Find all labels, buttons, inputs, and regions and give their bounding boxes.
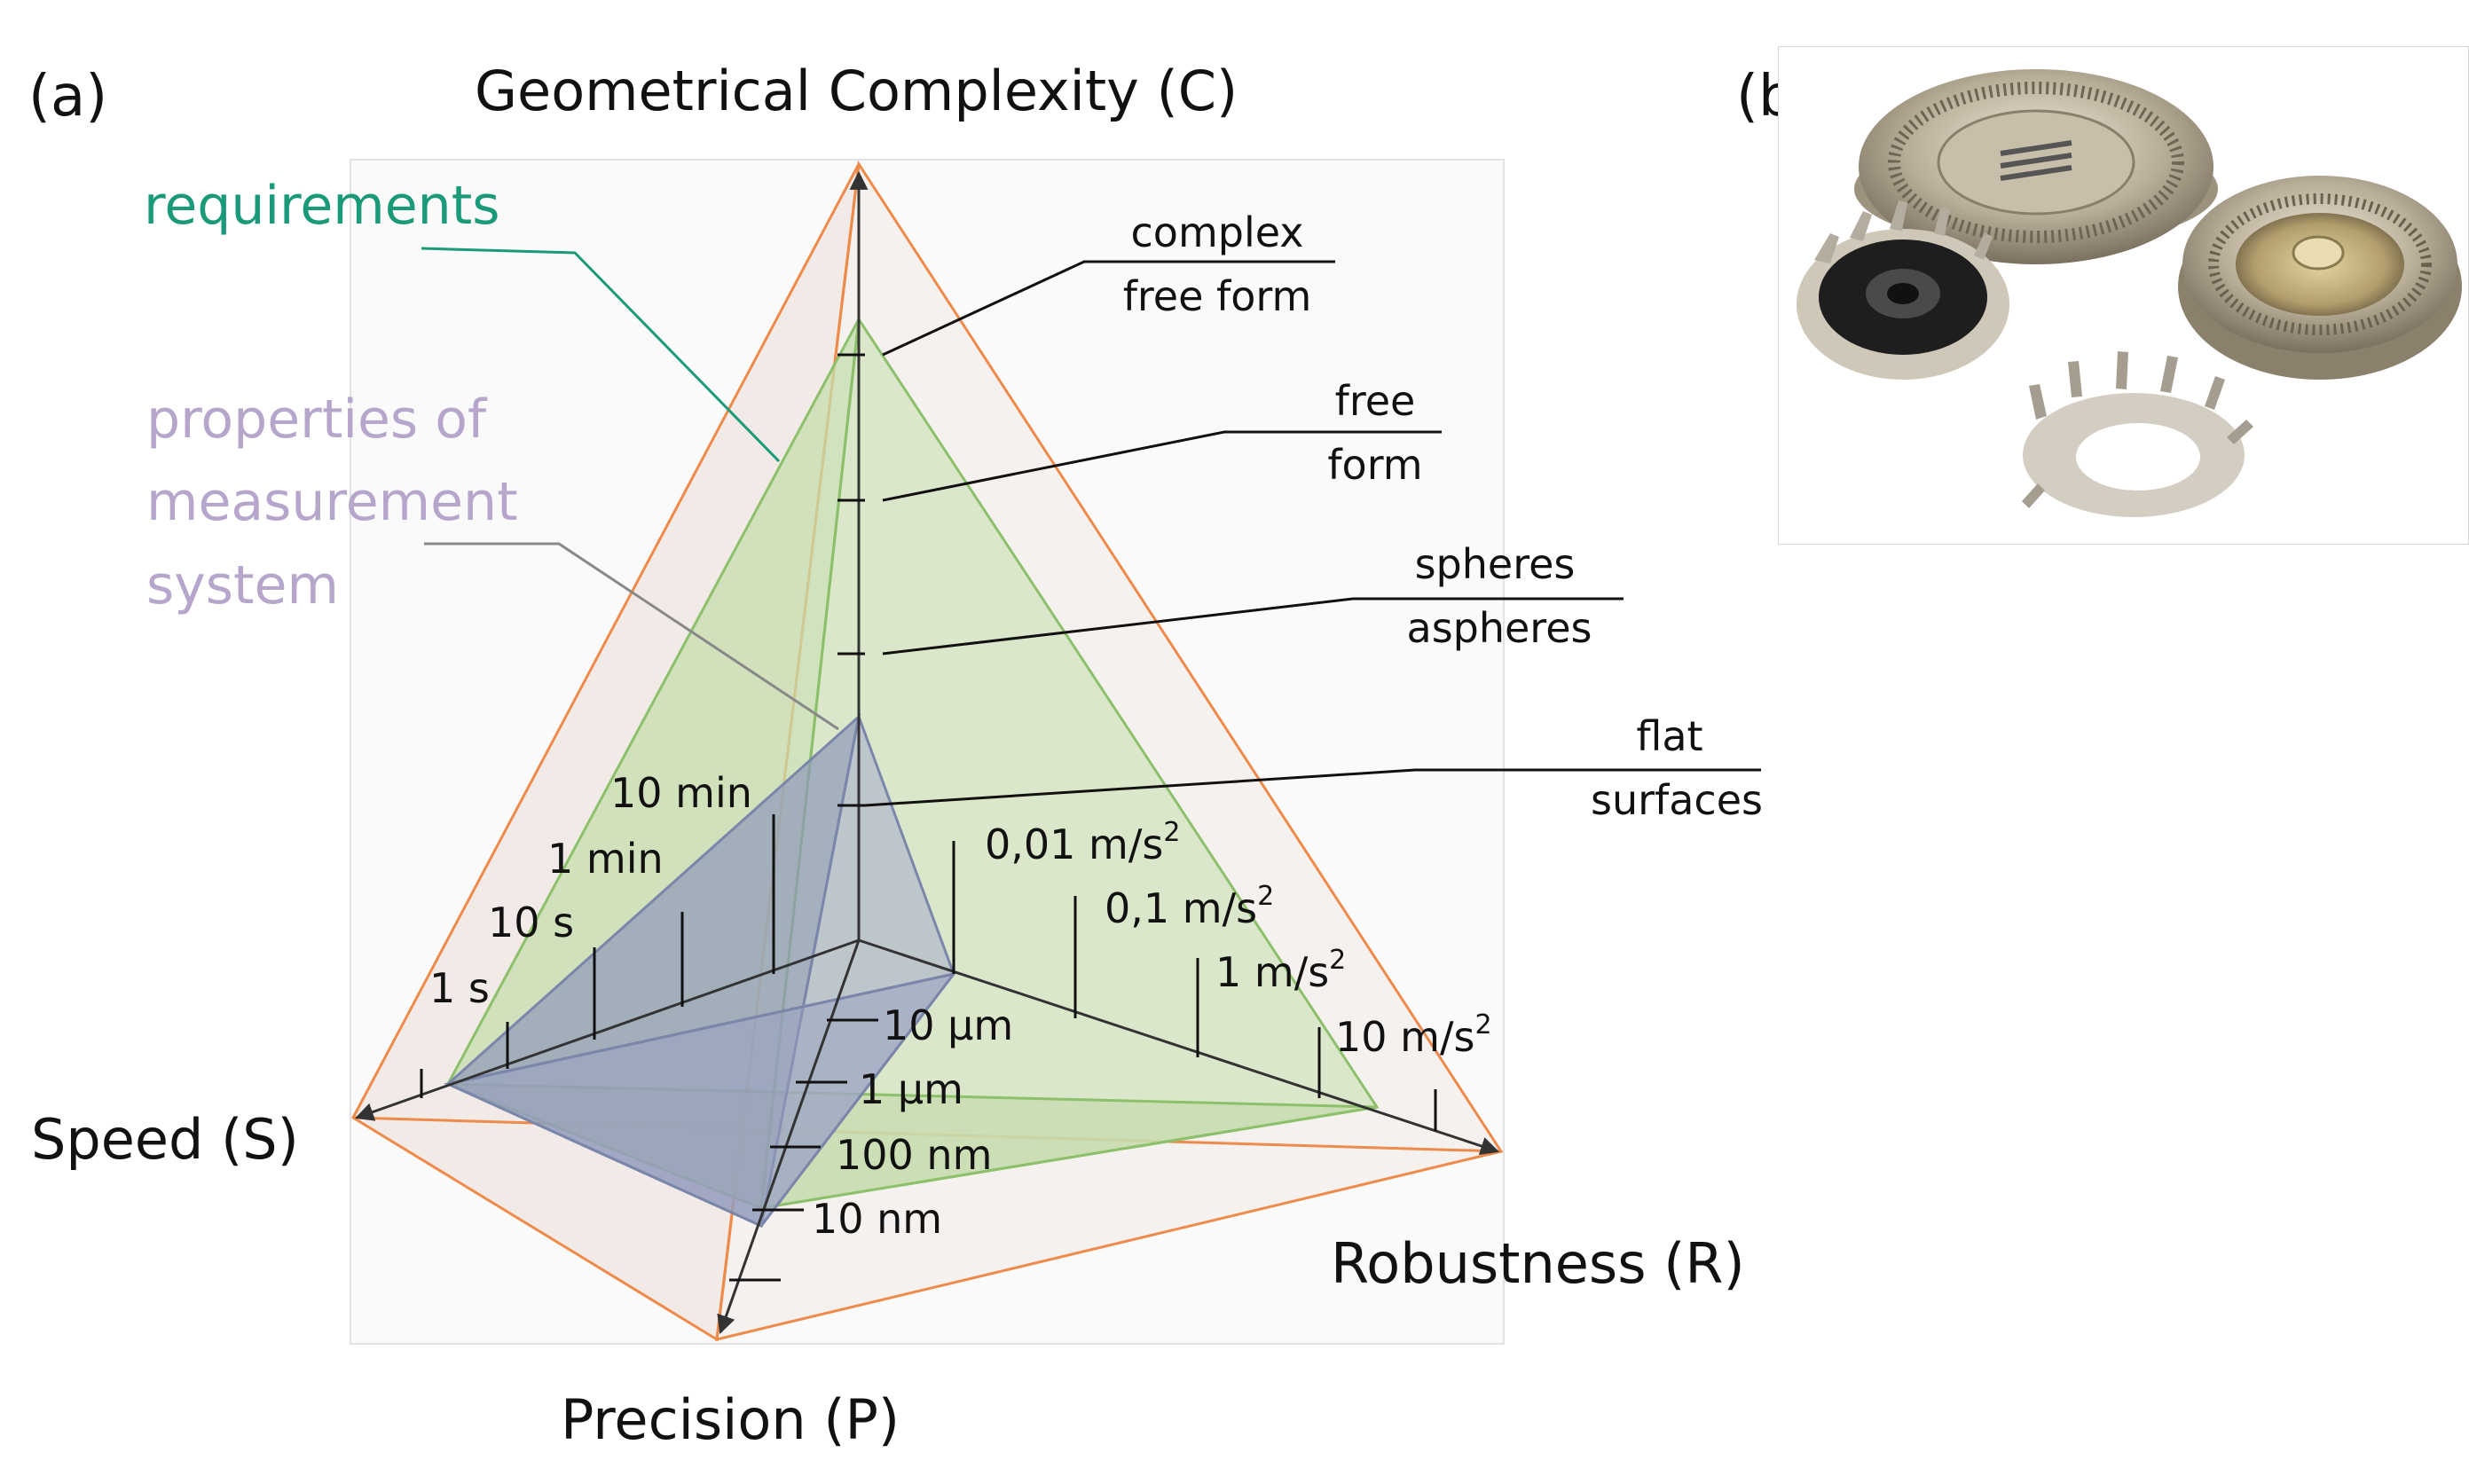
complexity-level-label: form — [1327, 441, 1422, 489]
requirements-leader — [421, 247, 781, 463]
complexity-axis-title: Geometrical Complexity (C) — [475, 59, 1238, 123]
complexity-ticks — [837, 260, 1761, 807]
axes — [355, 170, 1499, 1334]
precision-tick-label: 10 nm — [812, 1195, 942, 1243]
precision-tick-label: 10 µm — [883, 1001, 1013, 1049]
speed-ticks — [420, 814, 775, 1098]
speed-tick-label: 10 s — [488, 899, 574, 946]
shaver-cutter-part — [1797, 200, 2009, 380]
requirements-label: requirements — [144, 175, 499, 237]
speed-tick-label: 1 s — [429, 964, 490, 1012]
speed-axis-title: Speed (S) — [31, 1107, 299, 1172]
robustness-tick-label: 10 m/s2 — [1335, 1009, 1492, 1061]
robustness-tick-label: 1 m/s2 — [1215, 945, 1346, 996]
complexity-level-label: spheres — [1415, 540, 1576, 588]
complexity-level-label: free form — [1123, 272, 1312, 320]
robustness-tick-label: 0,1 m/s2 — [1105, 881, 1274, 932]
precision-ticks — [729, 1018, 878, 1282]
speed-tick-label: 10 min — [610, 769, 752, 817]
complexity-level-label: free — [1335, 377, 1416, 425]
precision-tick-label: 100 nm — [836, 1131, 992, 1179]
robustness-axis — [858, 938, 1499, 1156]
complexity-level-label: complex — [1131, 208, 1304, 256]
shaver-parts-photo — [1778, 46, 2469, 545]
shaver-cup-part — [2178, 176, 2462, 380]
precision-axis-title: Precision (P) — [561, 1387, 900, 1452]
speed-axis — [355, 938, 860, 1121]
properties-leader — [424, 542, 839, 731]
robustness-axis-title: Robustness (R) — [1331, 1231, 1745, 1296]
complexity-level-label: surfaces — [1591, 776, 1763, 824]
properties-tetrahedron — [444, 711, 957, 1229]
panel-a-label: (a) — [28, 64, 107, 130]
shaver-ring-part — [2022, 351, 2253, 517]
speed-tick-label: 1 min — [547, 835, 664, 883]
precision-axis — [717, 939, 861, 1334]
complexity-level-label: flat — [1636, 712, 1702, 760]
properties-label: measurement — [146, 471, 518, 533]
properties-label: properties of — [146, 389, 488, 451]
robustness-ticks — [952, 841, 1437, 1131]
complexity-level-label: aspheres — [1407, 604, 1592, 652]
properties-label: system — [146, 554, 339, 616]
robustness-tick-label: 0,01 m/s2 — [985, 817, 1180, 868]
precision-tick-label: 1 µm — [859, 1065, 963, 1113]
